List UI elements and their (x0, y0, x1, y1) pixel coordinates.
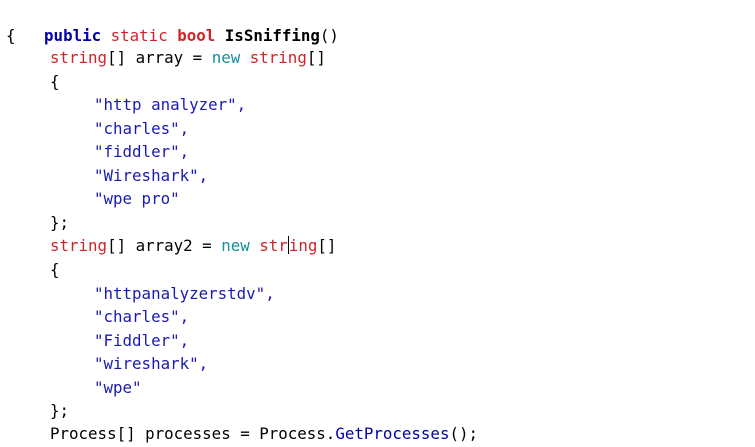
keyword-bool: bool (177, 26, 216, 45)
text-caret (287, 236, 289, 254)
method-name: IsSniffing (224, 26, 320, 45)
code-text: [] processes = Process. (116, 424, 336, 443)
type-string: string (249, 48, 307, 67)
type-string: string (50, 236, 108, 255)
code-line-18: }; (50, 399, 69, 423)
type-string-part: ing (288, 236, 318, 255)
code-line-1: public static bool IsSniffing() (6, 0, 339, 45)
code-line-2: { (6, 24, 16, 48)
string-literal: "charles", (94, 119, 190, 138)
code-text: [] array2 = (107, 236, 222, 255)
open-brace: { (50, 72, 60, 91)
keyword-new: new (221, 236, 250, 255)
string-literal: "charles", (94, 307, 190, 326)
string-literal: "wpe pro" (94, 189, 180, 208)
string-literal: "httpanalyzerstdv", (94, 284, 275, 303)
keyword-static: static (110, 26, 168, 45)
code-text: [] (306, 48, 326, 67)
string-literal: "fiddler", (94, 142, 190, 161)
code-line-12: { (50, 258, 60, 282)
type-string-part: str (259, 236, 288, 255)
code-line-4: { (50, 70, 60, 94)
type-process: Process (50, 424, 117, 443)
string-literal: "Wireshark", (94, 166, 209, 185)
method-call: GetProcesses (335, 424, 450, 443)
code-text: [] (317, 236, 337, 255)
string-literal: "wireshark", (94, 354, 209, 373)
code-text: [] array = (107, 48, 212, 67)
keyword-public: public (44, 26, 102, 45)
close-brace: }; (50, 401, 70, 420)
string-literal: "wpe" (94, 378, 142, 397)
open-brace: { (50, 260, 60, 279)
code-line-19: Process[] processes = Process.GetProcess… (50, 422, 478, 446)
string-literal: "http analyzer", (94, 95, 247, 114)
code-line-10: }; (50, 211, 69, 235)
string-literal: "Fiddler", (94, 331, 190, 350)
close-brace: }; (50, 213, 70, 232)
open-brace: { (6, 26, 16, 45)
code-line-11: string[] array2 = new string[] (50, 234, 336, 258)
code-text: (); (449, 424, 479, 443)
type-string: string (50, 48, 108, 67)
code-line-3: string[] array = new string[] (50, 46, 326, 70)
parens: () (319, 26, 339, 45)
keyword-new: new (211, 48, 241, 67)
